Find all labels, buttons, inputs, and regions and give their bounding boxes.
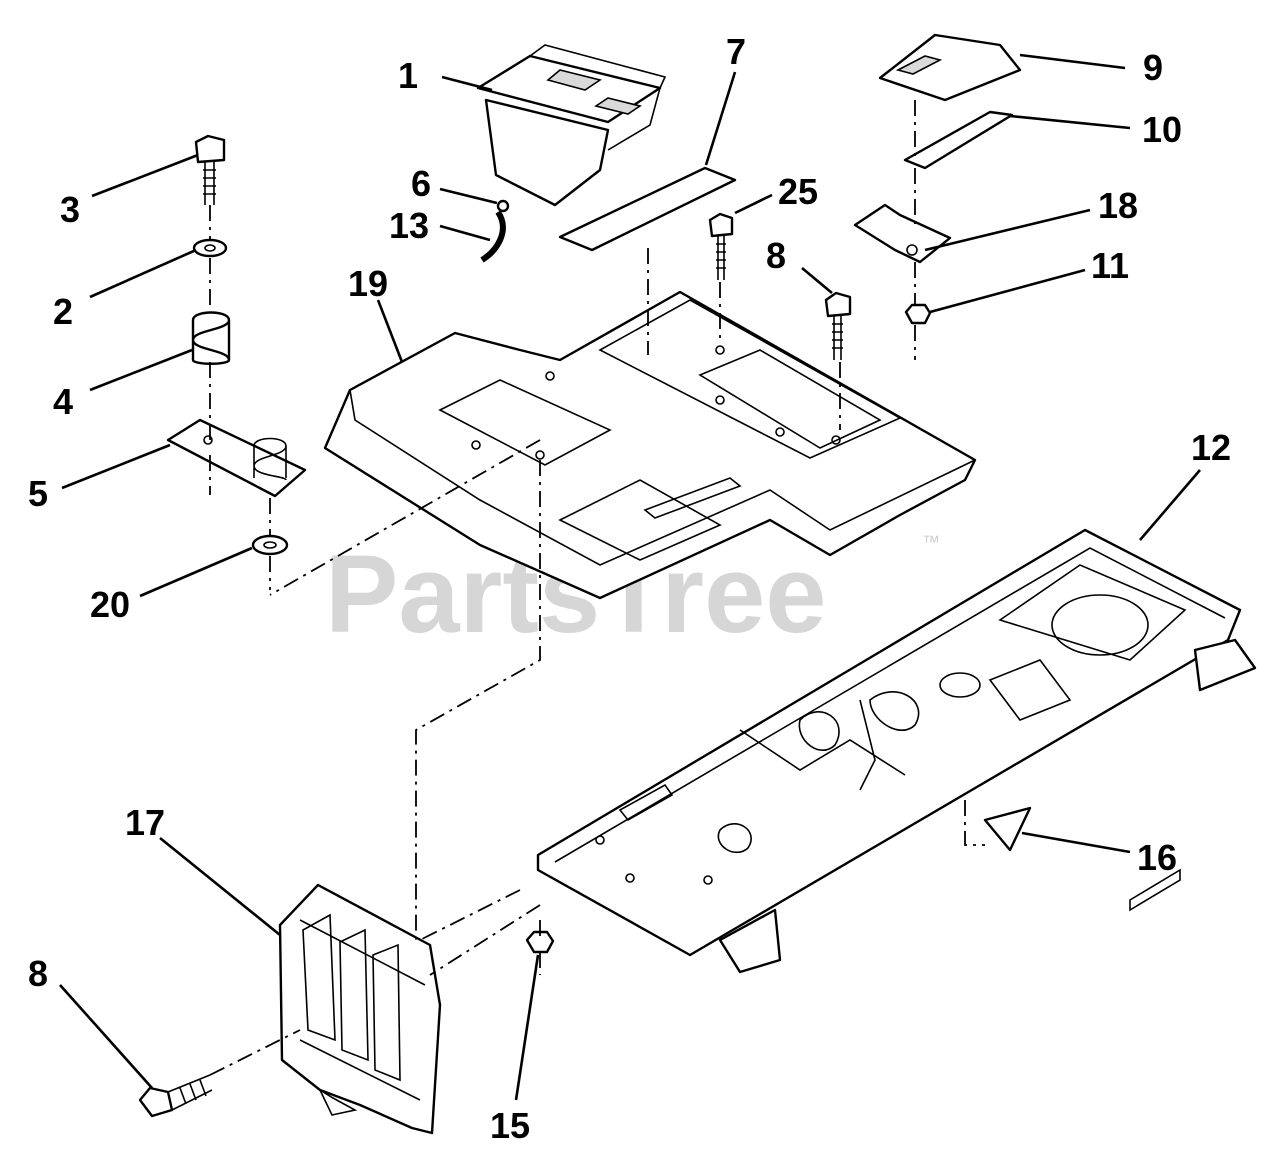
callout-5: 5 [28, 473, 48, 514]
callout-17: 17 [125, 802, 165, 843]
callout-9: 9 [1143, 47, 1163, 88]
callout-12: 12 [1191, 427, 1231, 468]
callout-20: 20 [90, 584, 130, 625]
callout-13: 13 [389, 205, 429, 246]
callout-6: 6 [411, 163, 431, 204]
part-15-nut[interactable] [525, 930, 555, 954]
part-12-frame[interactable] [536, 528, 1257, 974]
part-18-bracket[interactable] [853, 203, 952, 264]
part-5-spring-plate[interactable] [166, 418, 307, 498]
part-8-bolt-top[interactable] [824, 291, 852, 360]
part-6-fitting[interactable] [496, 199, 510, 213]
callout-2: 2 [53, 291, 73, 332]
part-20-washer[interactable] [251, 534, 289, 556]
callout-15: 15 [490, 1105, 530, 1146]
part-3-bolt[interactable] [194, 134, 226, 205]
callout-8-bottom: 8 [28, 953, 48, 994]
part-19-body-panel[interactable] [323, 290, 977, 600]
callout-7: 7 [726, 31, 746, 72]
part-7-decal[interactable] [558, 166, 737, 252]
leader-lines [59, 53, 1201, 1101]
callout-10: 10 [1142, 109, 1182, 150]
callout-1: 1 [398, 55, 418, 96]
part-25-bolt[interactable] [708, 212, 734, 280]
callout-19: 19 [348, 263, 388, 304]
part-16-clip[interactable] [983, 806, 1032, 852]
part-1-fuel-tank[interactable] [476, 44, 667, 207]
callout-16: 16 [1137, 837, 1177, 878]
callout-8-top: 8 [766, 235, 786, 276]
part-10-plate[interactable] [903, 110, 1014, 170]
part-4-spring[interactable] [191, 311, 231, 365]
callout-25: 25 [778, 171, 818, 212]
part-11-nut[interactable] [904, 303, 932, 325]
part-2-washer[interactable] [192, 238, 228, 258]
trademark-mark: ™ [922, 532, 940, 552]
callout-11: 11 [1091, 245, 1129, 286]
part-8-bolt-bottom[interactable] [138, 1074, 213, 1118]
callout-4: 4 [53, 381, 73, 422]
callout-18: 18 [1098, 185, 1138, 226]
part-17-plate[interactable] [278, 883, 442, 1135]
assembly-lines [209, 100, 985, 1076]
callout-labels: 1 2 3 4 5 6 7 8 9 10 11 12 13 15 16 17 1… [28, 31, 1231, 1146]
callout-3: 3 [60, 189, 80, 230]
part-13-fuel-line[interactable] [480, 210, 506, 263]
part-9-cover[interactable] [878, 33, 1022, 102]
